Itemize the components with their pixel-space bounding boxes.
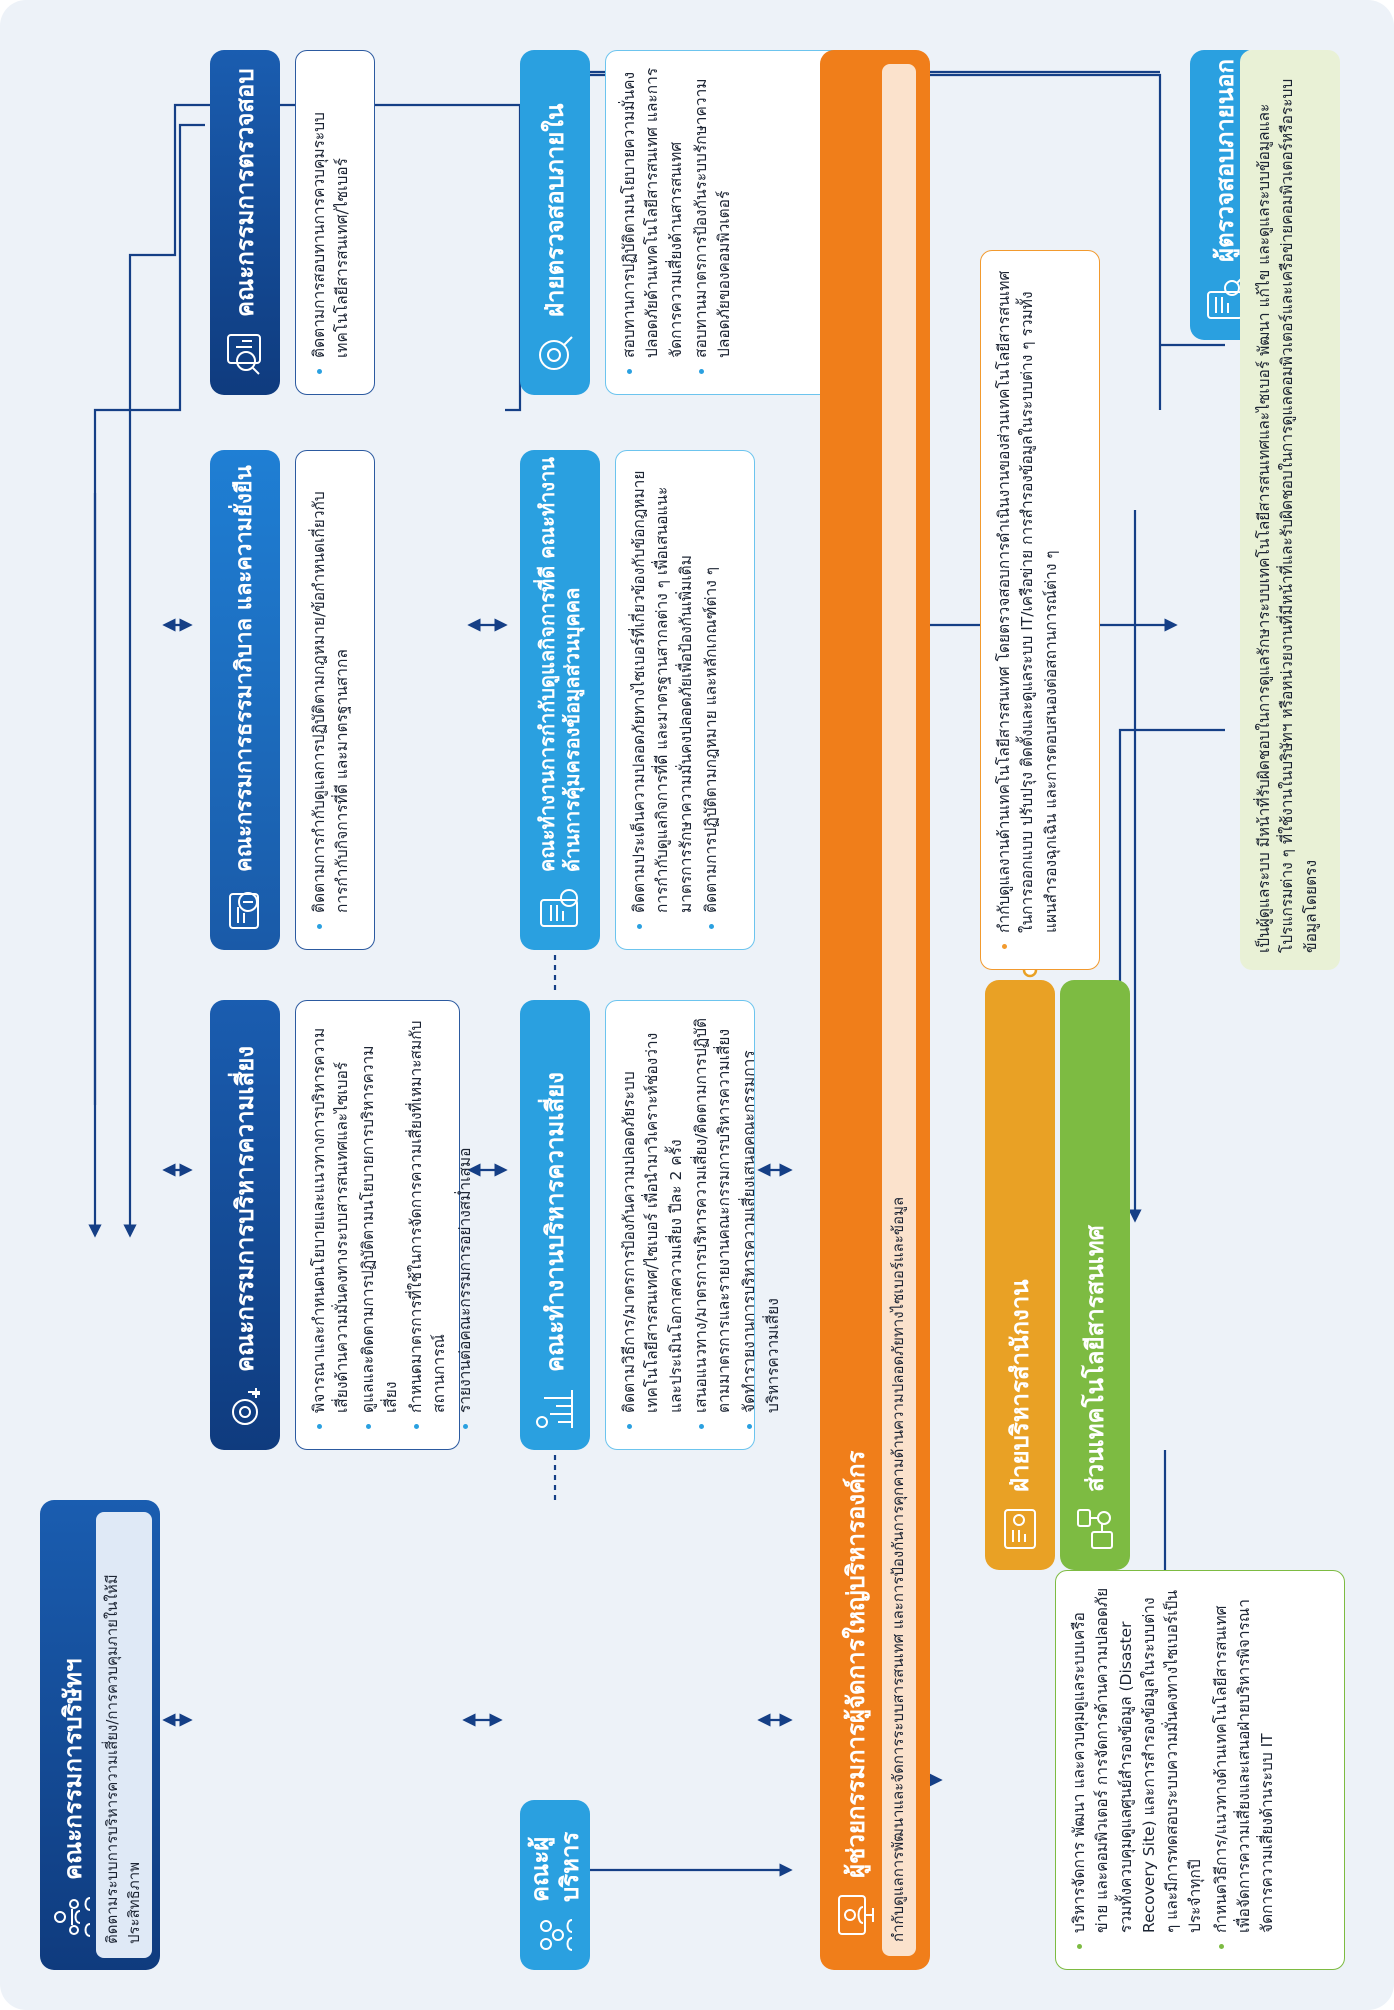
risk-committee-item: รายงานต่อคณะกรรมการอย่างสม่ำเสมอ [454,1017,477,1413]
governance-money-icon [229,892,259,929]
external-audit-icon [1207,277,1243,319]
it-section-title: ส่วนเทคโนโลยีสารสนเทศ [1081,1225,1109,1492]
compliance-working-group-card: ติดตามประเด็นความปลอดภัยทางไซเบอร์ที่เกี… [615,450,755,950]
audit-committee-title: คณะกรรมการตรวจสอบ [231,68,259,317]
audit-board-line [93,123,205,1105]
audit-magnifier-icon [227,334,261,375]
executive-committee-card: บริหารจัดการ พัฒนา และควบคุมดูแลระบบเครื… [1055,1570,1345,1970]
senior-assistant-subtitle: กำกับดูแลการพัฒนาและจัดการระบบสารสนเทศ แ… [882,64,916,1956]
risk-working-group-item: ติดตามวิธีการ/มาตรการป้องกันความปลอดภัยร… [618,1017,688,1413]
risk-committee-card: พิจารณาและกำหนดนโยบายและแนวทางการบริหารค… [295,1000,474,1450]
internal-audit-title: ฝ่ายตรวจสอบภายใน [541,103,569,317]
network-devices-icon [1077,1509,1113,1549]
it-section-description: เป็นผู้ดูแลระบบ มีหน้าที่รับผิดชอบในการด… [1255,78,1320,953]
compliance-working-group-item: ติดตามการปฏิบัติตามกฎหมาย และหลักเกณฑ์ต่… [700,467,723,913]
admin-detail-line [1125,1450,1167,1587]
risk-committee-title: คณะกรรมการบริหารความเสี่ยง [231,1045,259,1372]
audit-committee-card: ติดตามการสอบทานการควบคุมระบบเทคโนโลยีสาร… [295,50,375,395]
senior-assistant-title: ผู้ช่วยกรรมการผู้จัดการใหญ่บริหารองค์กร [842,1450,870,1878]
compliance-working-group-header: คณะทำงานการกำกับดูแลกิจการที่ดี คณะทำงาน… [520,450,600,950]
risk-board-line [123,103,522,1238]
executive-committee-title: คณะผู้บริหาร [526,1831,584,1902]
senior-assistant-box: ผู้ช่วยกรรมการผู้จัดการใหญ่บริหารองค์กร … [820,50,930,1970]
internal-audit-card: สอบทานการปฏิบัติตามนโยบายความมั่นคงปลอดภ… [605,50,845,395]
risk-working-group-header: คณะทำงานบริหารความเสี่ยง [520,1000,590,1450]
admin-office-header: ฝ่ายบริหารสำนักงาน [985,980,1055,1570]
risk-committee-item: กำหนดมาตรการที่ใช้ในการจัดการความเสี่ยงท… [405,1017,452,1413]
internal-audit-header: ฝ่ายตรวจสอบภายใน [520,50,590,395]
admin-office-item: กำกับดูแลงานด้านเทคโนโลยีสารสนเทศ โดยตรว… [993,267,1063,933]
external-auditor-header: ผู้ตรวจสอบภายนอก [1190,50,1260,340]
it-section-card: เป็นผู้ดูแลระบบ มีหน้าที่รับผิดชอบในการด… [1240,50,1340,970]
governance-committee-item: ติดตามการกำกับดูแลการปฏิบัติตามกฎหมาย/ข้… [308,467,355,913]
people-icon [54,1897,91,1937]
internal-audit-icon [539,336,573,370]
governance-committee-header: คณะกรรมการธรรมาภิบาล และความยั่งยืน [210,450,280,950]
board-title: คณะกรรมการบริษัทฯ [59,1658,87,1880]
executives-icon [540,1919,573,1951]
risk-committee-item: พิจารณาและกำหนดนโยบายและแนวทางการบริหารค… [308,1017,355,1413]
governance-committee-title: คณะกรรมการธรรมาภิบาล และความยั่งยืน [232,465,258,872]
risk-chart-icon [536,1390,573,1428]
board-box: คณะกรรมการบริษัทฯ ติดตามระบบการบริหารควา… [40,1500,160,1970]
risk-committee-header: คณะกรรมการบริหารความเสี่ยง [210,1000,280,1450]
admin-office-title: ฝ่ายบริหารสำนักงาน [1006,1279,1034,1492]
risk-working-group-item: จัดทำรายงานการบริหารความเสี่ยงเสนอคณะกรร… [738,1017,785,1413]
audit-committee-header: คณะกรรมการตรวจสอบ [210,50,280,395]
risk-working-group-item: เสนอแนวทาง/มาตรการบริหารความเสี่ยง/ติดตา… [690,1017,737,1413]
admin-office-card: กำกับดูแลงานด้านเทคโนโลยีสารสนเทศ โดยตรว… [980,250,1100,970]
compliance-working-group-item: ติดตามประเด็นความปลอดภัยทางไซเบอร์ที่เกี… [628,467,698,913]
executive-committee-header: คณะผู้บริหาร [520,1800,590,1970]
risk-gear-icon [232,1388,260,1425]
audit-committee-item: ติดตามการสอบทานการควบคุมระบบเทคโนโลยีสาร… [308,67,355,358]
senior-executive-icon [838,1895,874,1935]
governance-committee-card: ติดตามการกำกับดูแลการปฏิบัติตามกฎหมาย/ข้… [295,450,375,950]
it-section-header: ส่วนเทคโนโลยีสารสนเทศ [1060,980,1130,1570]
risk-committee-item: ดูแลและติดตามการปฏิบัติตามนโยบายการบริหา… [357,1017,404,1413]
compliance-working-group-title: คณะทำงานการกำกับดูแลกิจการที่ดี คณะทำงาน… [535,457,584,872]
executive-committee-item: บริหารจัดการ พัฒนา และควบคุมดูแลระบบเครื… [1068,1587,1208,1933]
board-subtitle: ติดตามระบบการบริหารความเสี่ยง/การควบคุมภ… [96,1512,152,1958]
compliance-document-icon [540,889,578,927]
external-auditor-title: ผู้ตรวจสอบภายนอก [1211,58,1239,262]
internal-audit-item: สอบทานมาตรการป้องกันระบบรักษาความปลอดภัย… [690,67,737,359]
risk-working-group-title: คณะทำงานบริหารความเสี่ยง [541,1072,569,1372]
office-admin-icon [1004,1509,1036,1549]
internal-audit-item: สอบทานการปฏิบัติตามนโยบายความมั่นคงปลอดภ… [618,67,688,358]
risk-working-group-card: ติดตามวิธีการ/มาตรการป้องกันความปลอดภัยร… [605,1000,782,1450]
executive-committee-item: กำหนดวิธีการ/แนวทางด้านเทคโนโลยีสารสนเทศ… [1210,1587,1280,1933]
